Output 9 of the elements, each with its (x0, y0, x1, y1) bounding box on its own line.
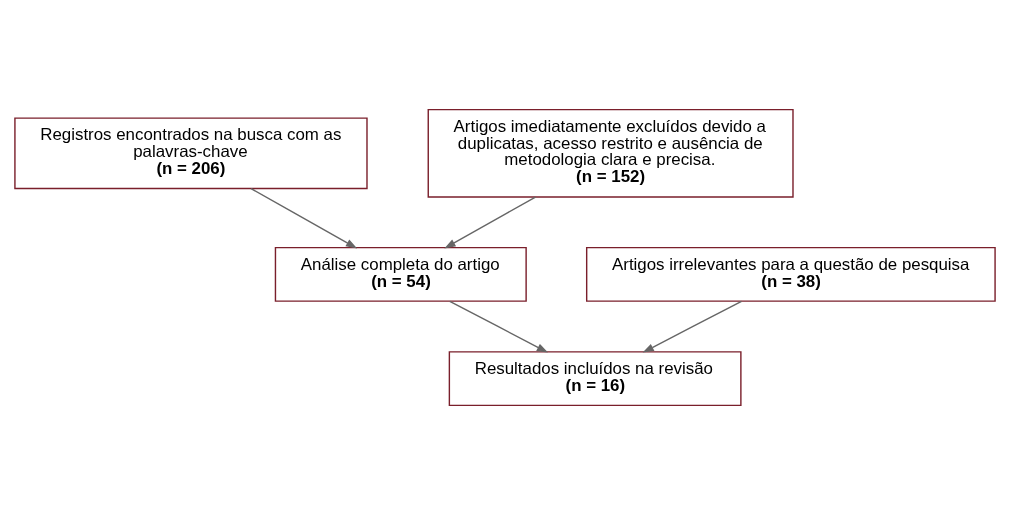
node-box: Artigos imediatamente excluídos devido a duplicatas, acesso restrito e ausência de metodologia clara e precisa. (n = 152) (427, 108, 794, 198)
arrow (448, 300, 548, 353)
node-box: Registros encontrados na busca com as palavras-chave (n = 206) (13, 117, 368, 190)
arrow (443, 196, 536, 249)
arrow (249, 187, 357, 249)
node-box: Resultados incluídos na revisão (n = 16) (448, 351, 742, 407)
node-box: Análise completa do artigo (n = 54) (274, 246, 527, 302)
arrow (642, 300, 742, 353)
node-box: Artigos irrelevantes para a questão de pesquisa (n = 38) (585, 246, 996, 302)
